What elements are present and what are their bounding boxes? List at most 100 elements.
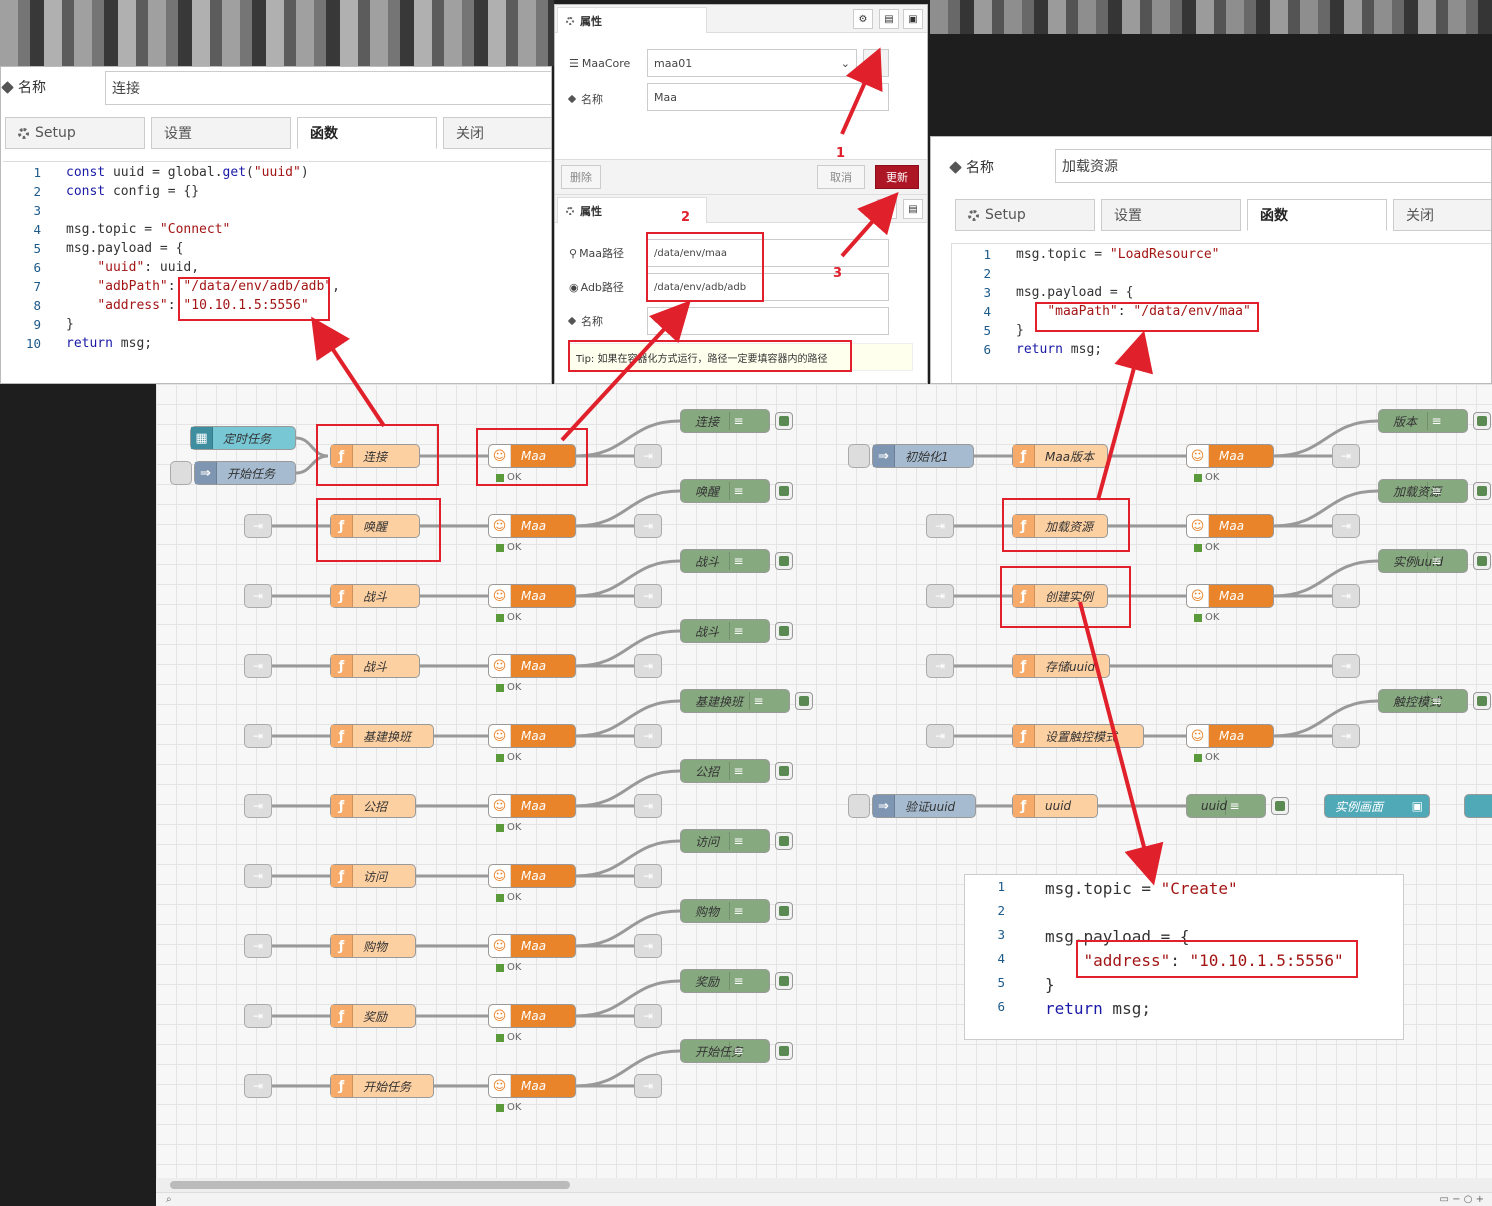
debug-node[interactable]: 公招≡ xyxy=(680,759,793,783)
appearance-icon[interactable]: ▣ xyxy=(903,9,923,29)
code-area[interactable] xyxy=(951,243,1491,383)
tab-settings[interactable]: 设置 xyxy=(151,117,291,149)
instance-view-node[interactable]: 实例画面▣ xyxy=(1324,794,1430,818)
link-node[interactable]: ⇥ xyxy=(1332,724,1360,748)
scrollbar-thumb[interactable] xyxy=(170,1181,570,1189)
inject-button[interactable] xyxy=(848,444,870,468)
debug-node[interactable]: 开始任务≡ xyxy=(680,1039,793,1063)
maa-node[interactable]: ☺Maa xyxy=(488,794,576,818)
link-node[interactable]: ⇥ xyxy=(634,1004,662,1028)
maacore-select[interactable]: maa01⌄ xyxy=(647,49,857,77)
maa-node[interactable]: ☺Maa xyxy=(488,444,576,468)
maa-node[interactable]: ☺Maa xyxy=(1186,724,1274,748)
maa-node[interactable]: ☺Maa xyxy=(488,1004,576,1028)
inject-node[interactable]: ⇒初始化1 xyxy=(872,444,974,468)
tab-close[interactable]: 关闭 xyxy=(1393,199,1491,231)
search-icon[interactable]: ⌕ xyxy=(166,1194,172,1205)
maa-node[interactable]: ☺Maa xyxy=(1186,444,1274,468)
debug-toggle[interactable] xyxy=(1473,552,1491,570)
maa-node[interactable]: ☺Maa xyxy=(488,724,576,748)
debug-toggle[interactable] xyxy=(1473,692,1491,710)
debug-toggle[interactable] xyxy=(775,552,793,570)
tab-properties[interactable]: 属性 xyxy=(557,7,707,33)
partial-node[interactable] xyxy=(1464,794,1492,818)
link-node[interactable]: ⇥ xyxy=(1332,444,1360,468)
maa-node[interactable]: ☺Maa xyxy=(488,1074,576,1098)
link-node[interactable]: ⇥ xyxy=(634,514,662,538)
name-input[interactable]: 连接 xyxy=(105,71,551,105)
debug-toggle[interactable] xyxy=(1473,482,1491,500)
maa-node[interactable]: ☺Maa xyxy=(1186,514,1274,538)
inject-node[interactable]: ⇒开始任务 xyxy=(194,461,296,485)
link-node[interactable]: ⇥ xyxy=(634,1074,662,1098)
delete-button[interactable]: 删除 xyxy=(561,165,601,189)
debug-toggle[interactable] xyxy=(775,482,793,500)
inject-button[interactable] xyxy=(170,461,192,485)
tab-setup[interactable]: Setup xyxy=(5,117,145,149)
debug-node[interactable]: 奖励≡ xyxy=(680,969,793,993)
debug-node[interactable]: 访问≡ xyxy=(680,829,793,853)
debug-node[interactable]: 版本≡ xyxy=(1378,409,1491,433)
link-node[interactable]: ⇥ xyxy=(244,654,272,678)
debug-node[interactable]: 加载资源≡ xyxy=(1378,479,1491,503)
tab-properties-2[interactable]: 属性 xyxy=(557,197,707,223)
tab-settings[interactable]: 设置 xyxy=(1101,199,1241,231)
link-node[interactable]: ⇥ xyxy=(244,724,272,748)
adb-path-input[interactable]: /data/env/adb/adb xyxy=(647,273,889,301)
debug-toggle[interactable] xyxy=(775,622,793,640)
debug-toggle[interactable] xyxy=(775,972,793,990)
link-node[interactable]: ⇥ xyxy=(634,934,662,958)
description-icon[interactable]: ▤ xyxy=(879,9,899,29)
link-node[interactable]: ⇥ xyxy=(634,654,662,678)
debug-node[interactable]: 战斗≡ xyxy=(680,619,793,643)
settings-icon[interactable]: ⚙ xyxy=(853,9,873,29)
debug-toggle[interactable] xyxy=(775,832,793,850)
link-node[interactable]: ⇥ xyxy=(1332,514,1360,538)
zoom-controls[interactable]: ▭ − ○ + xyxy=(1439,1194,1484,1205)
debug-node[interactable]: 唤醒≡ xyxy=(680,479,793,503)
link-node[interactable]: ⇥ xyxy=(634,724,662,748)
link-node[interactable]: ⇥ xyxy=(244,794,272,818)
debug-node[interactable]: 连接≡ xyxy=(680,409,793,433)
debug-node[interactable]: 基建换班≡ xyxy=(680,689,813,713)
debug-toggle[interactable] xyxy=(775,412,793,430)
debug-toggle[interactable] xyxy=(1271,797,1289,815)
maa-node[interactable]: ☺Maa xyxy=(488,864,576,888)
update-button[interactable]: 更新 xyxy=(875,165,919,189)
maa-node[interactable]: ☺Maa xyxy=(488,654,576,678)
name-input[interactable]: 加载资源 xyxy=(1055,149,1491,183)
link-node[interactable]: ⇥ xyxy=(634,864,662,888)
link-node[interactable]: ⇥ xyxy=(244,1004,272,1028)
link-node[interactable]: ⇥ xyxy=(244,514,272,538)
code-area[interactable] xyxy=(3,161,551,383)
cancel-button[interactable]: 取消 xyxy=(817,165,865,189)
maa-node[interactable]: ☺Maa xyxy=(488,514,576,538)
link-node[interactable]: ⇥ xyxy=(634,794,662,818)
debug-node[interactable]: 购物≡ xyxy=(680,899,793,923)
debug-toggle[interactable] xyxy=(1473,412,1491,430)
link-node[interactable]: ⇥ xyxy=(244,1074,272,1098)
maa-path-input[interactable]: /data/env/maa xyxy=(647,239,889,267)
debug-node[interactable]: 触控模式≡ xyxy=(1378,689,1491,713)
tab-function[interactable]: 函数 xyxy=(297,117,437,149)
link-node[interactable]: ⇥ xyxy=(244,934,272,958)
debug-node[interactable]: 实例uuid≡ xyxy=(1378,549,1491,573)
inject-button[interactable] xyxy=(848,794,870,818)
horizontal-scrollbar[interactable] xyxy=(156,1178,1492,1192)
